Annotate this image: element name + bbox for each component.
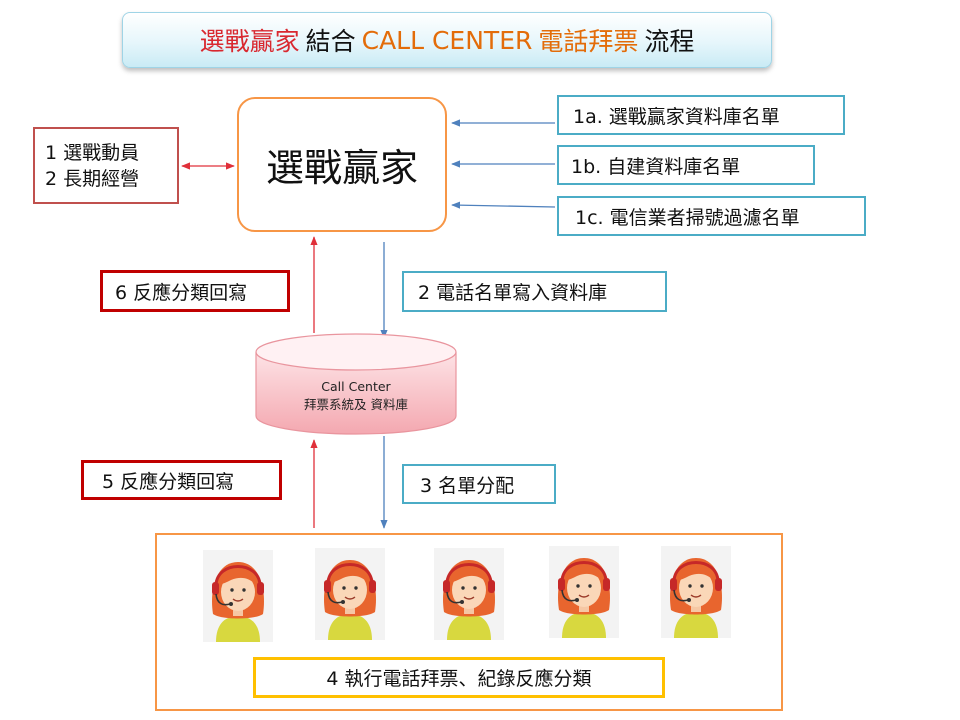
step-4-label: 4 執行電話拜票、紀錄反應分類 bbox=[326, 668, 592, 690]
arrow-1c-to-hub bbox=[451, 201, 556, 209]
agent-avatar-4 bbox=[549, 546, 619, 638]
hub-label: 選戰贏家 bbox=[265, 146, 418, 190]
mobilize-line-2: 2 長期經營 bbox=[45, 167, 140, 190]
step-3-label: 3 名單分配 bbox=[420, 474, 515, 497]
step-6-box: 6 反應分類回寫 bbox=[100, 270, 290, 312]
title-callcenter: CALL CENTER bbox=[361, 25, 533, 55]
step-5-box: 5 反應分類回寫 bbox=[81, 460, 282, 500]
hub-box: 選戰贏家 bbox=[237, 97, 447, 232]
source-1c-box: 1c. 電信業者掃號過濾名單 bbox=[557, 196, 866, 236]
agent-avatar-3 bbox=[434, 548, 504, 640]
step-5-label: 5 反應分類回寫 bbox=[102, 470, 235, 493]
agent-avatar-2 bbox=[315, 548, 385, 640]
mobilize-box: 1 選戰動員 2 長期經營 bbox=[33, 127, 179, 204]
mobilize-line-1: 1 選戰動員 bbox=[45, 141, 140, 164]
title-phone-canvass: 電話拜票 bbox=[538, 27, 639, 56]
database-cylinder bbox=[255, 333, 457, 435]
source-1a-box: 1a. 選戰贏家資料庫名單 bbox=[557, 95, 845, 135]
title-combine: 結合 bbox=[305, 27, 356, 56]
database-label: Call Center 拜票系統及 資料庫 bbox=[260, 378, 452, 414]
source-1c-label: 1c. 電信業者掃號過濾名單 bbox=[575, 206, 800, 229]
database-line-2: 拜票系統及 資料庫 bbox=[304, 397, 408, 412]
agent-avatar-5 bbox=[661, 546, 731, 638]
source-1b-box: 1b. 自建資料庫名單 bbox=[557, 145, 815, 185]
step-6-label: 6 反應分類回寫 bbox=[115, 281, 248, 304]
step-2-box: 2 電話名單寫入資料庫 bbox=[402, 271, 667, 312]
database-line-1: Call Center bbox=[321, 379, 391, 394]
source-1b-label: 1b. 自建資料庫名單 bbox=[571, 155, 741, 178]
title-banner: 選戰贏家 結合 CALL CENTER 電話拜票 流程 bbox=[122, 12, 772, 68]
title-brand: 選戰贏家 bbox=[199, 27, 300, 56]
agent-avatar-1 bbox=[203, 550, 273, 642]
step-3-box: 3 名單分配 bbox=[402, 464, 556, 504]
source-1a-label: 1a. 選戰贏家資料庫名單 bbox=[573, 105, 780, 128]
title-process: 流程 bbox=[644, 27, 695, 56]
step-4-box: 4 執行電話拜票、紀錄反應分類 bbox=[253, 657, 665, 698]
step-2-label: 2 電話名單寫入資料庫 bbox=[418, 282, 608, 304]
